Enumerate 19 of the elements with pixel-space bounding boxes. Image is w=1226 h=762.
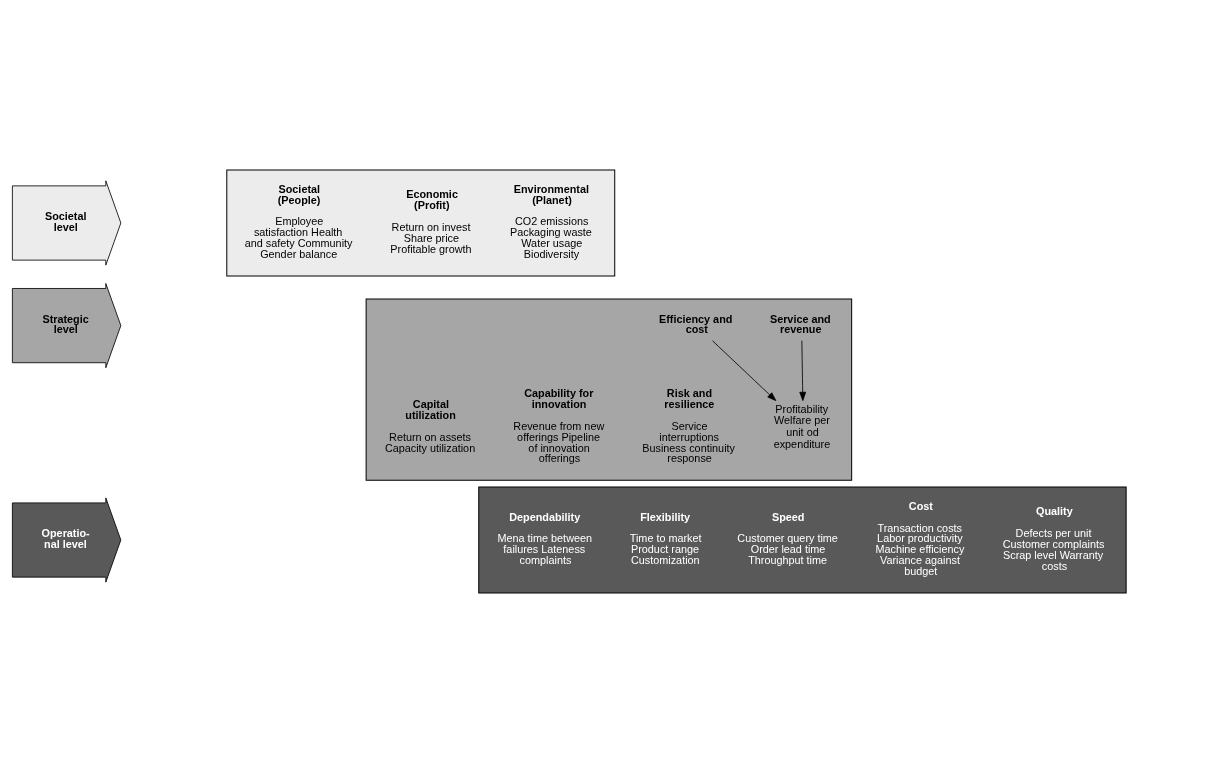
arrow: [712, 339, 777, 401]
node-text: Flexibility Time to market Product range Customization: [629, 510, 702, 566]
node-text: Environmental (Planet) CO2 emissions Packaging waste Water usage Biodiversity: [510, 182, 592, 260]
arrow: [799, 339, 807, 401]
cluster: [226, 169, 616, 276]
cluster: [365, 297, 853, 481]
node-text: Dependability Mena time between failures Lateness complaints: [497, 510, 593, 566]
node-text: Capability for innovation Revenue from new offerings Pipeline of innovation offerings: [513, 386, 605, 464]
node-text: Quality Defects per unit Customer complaints Scrap level Warranty costs: [1002, 504, 1105, 572]
node-text: Risk and resilience Service interruptions Business continuity response: [642, 386, 735, 464]
node-text: Capital utilization Return on assets Capacity utilization: [384, 397, 476, 453]
node-text: Service and revenue: [769, 312, 831, 335]
node-text: Profitability Welfare per unit od expenditure: [773, 402, 831, 450]
node-text: Economic (Profit) Return on invest Share price Profitable growth: [390, 187, 472, 255]
cluster: [478, 486, 1127, 593]
node-text: Efficiency and cost: [658, 312, 733, 335]
node-text: Societal (People) Employee satisfaction Health and safety Community Gender balance: [244, 182, 353, 260]
node-text: Cost Transaction costs Labor productivity Machine efficiency Variance against budget: [875, 499, 965, 577]
node-text: Speed Customer query time Order lead time Throughput time: [737, 510, 838, 566]
